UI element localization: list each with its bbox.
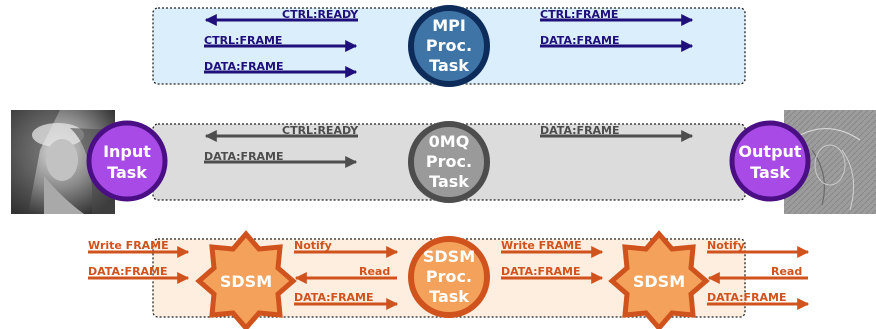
mpi-data-frame-left-label: DATA:FRAME bbox=[204, 60, 284, 73]
sdsm-mid-left-read-label: Read bbox=[359, 265, 390, 278]
sdsm-left-write-frame-label: Write FRAME bbox=[88, 239, 169, 252]
mpi-proc-task-node bbox=[408, 5, 490, 87]
output-task-line-2: Task bbox=[750, 163, 790, 182]
sdsm-left-data-frame-label: DATA:FRAME bbox=[88, 265, 168, 278]
sdsm-proc-task-node bbox=[408, 236, 490, 318]
sdsm-right-star-label: SDSM bbox=[633, 272, 685, 291]
zmq-task-line-2: Proc. bbox=[426, 152, 472, 171]
zmq-row: CTRL:READY DATA:FRAME DATA:FRAME 0MQ Pro… bbox=[11, 110, 876, 214]
sdsm-left-star-label: SDSM bbox=[220, 272, 272, 291]
mpi-task-line-3: Task bbox=[429, 56, 469, 75]
zmq-data-frame-right-label: DATA:FRAME bbox=[540, 124, 620, 137]
mpi-task-line-2: Proc. bbox=[426, 36, 472, 55]
sdsm-left-star bbox=[195, 230, 297, 329]
sdsm-row: Write FRAME DATA:FRAME SDSM Notify Read … bbox=[88, 230, 810, 329]
sdsm-task-line-3: Task bbox=[429, 287, 469, 306]
sdsm-right-read-label: Read bbox=[771, 265, 802, 278]
output-task-line-1: Output bbox=[738, 142, 801, 161]
mpi-ctrl-frame-left-label: CTRL:FRAME bbox=[204, 34, 282, 47]
mpi-ctrl-frame-right-label: CTRL:FRAME bbox=[540, 8, 618, 21]
sdsm-mid-left-data-frame-label: DATA:FRAME bbox=[294, 291, 374, 304]
sdsm-task-line-1: SDSM bbox=[423, 247, 475, 266]
mpi-task-line-1: MPI bbox=[432, 16, 466, 35]
sdsm-task-line-2: Proc. bbox=[426, 267, 472, 286]
mpi-row: CTRL:READY CTRL:FRAME DATA:FRAME CTRL:FR… bbox=[152, 5, 746, 87]
zmq-task-line-3: Task bbox=[429, 172, 469, 191]
output-task-node bbox=[729, 120, 811, 202]
input-task-node bbox=[86, 120, 168, 202]
zmq-ctrl-ready-left-label: CTRL:READY bbox=[282, 124, 359, 137]
mpi-ctrl-ready-left-label: CTRL:READY bbox=[282, 8, 359, 21]
sdsm-right-notify-label: Notify bbox=[707, 239, 745, 252]
sdsm-mid-left-notify-label: Notify bbox=[294, 239, 332, 252]
sdsm-mid-right-write-frame-label: Write FRAME bbox=[501, 239, 582, 252]
sdsm-mid-right-data-frame-label: DATA:FRAME bbox=[501, 265, 581, 278]
zmq-task-line-1: 0MQ bbox=[429, 132, 470, 151]
input-task-line-2: Task bbox=[107, 163, 147, 182]
sdsm-right-star bbox=[608, 230, 710, 329]
mpi-data-frame-right-label: DATA:FRAME bbox=[540, 34, 620, 47]
sdsm-right-data-frame-label: DATA:FRAME bbox=[707, 291, 787, 304]
input-task-line-1: Input bbox=[103, 142, 151, 161]
zmq-data-frame-left-label: DATA:FRAME bbox=[204, 150, 284, 163]
zmq-proc-task-node bbox=[408, 121, 490, 203]
